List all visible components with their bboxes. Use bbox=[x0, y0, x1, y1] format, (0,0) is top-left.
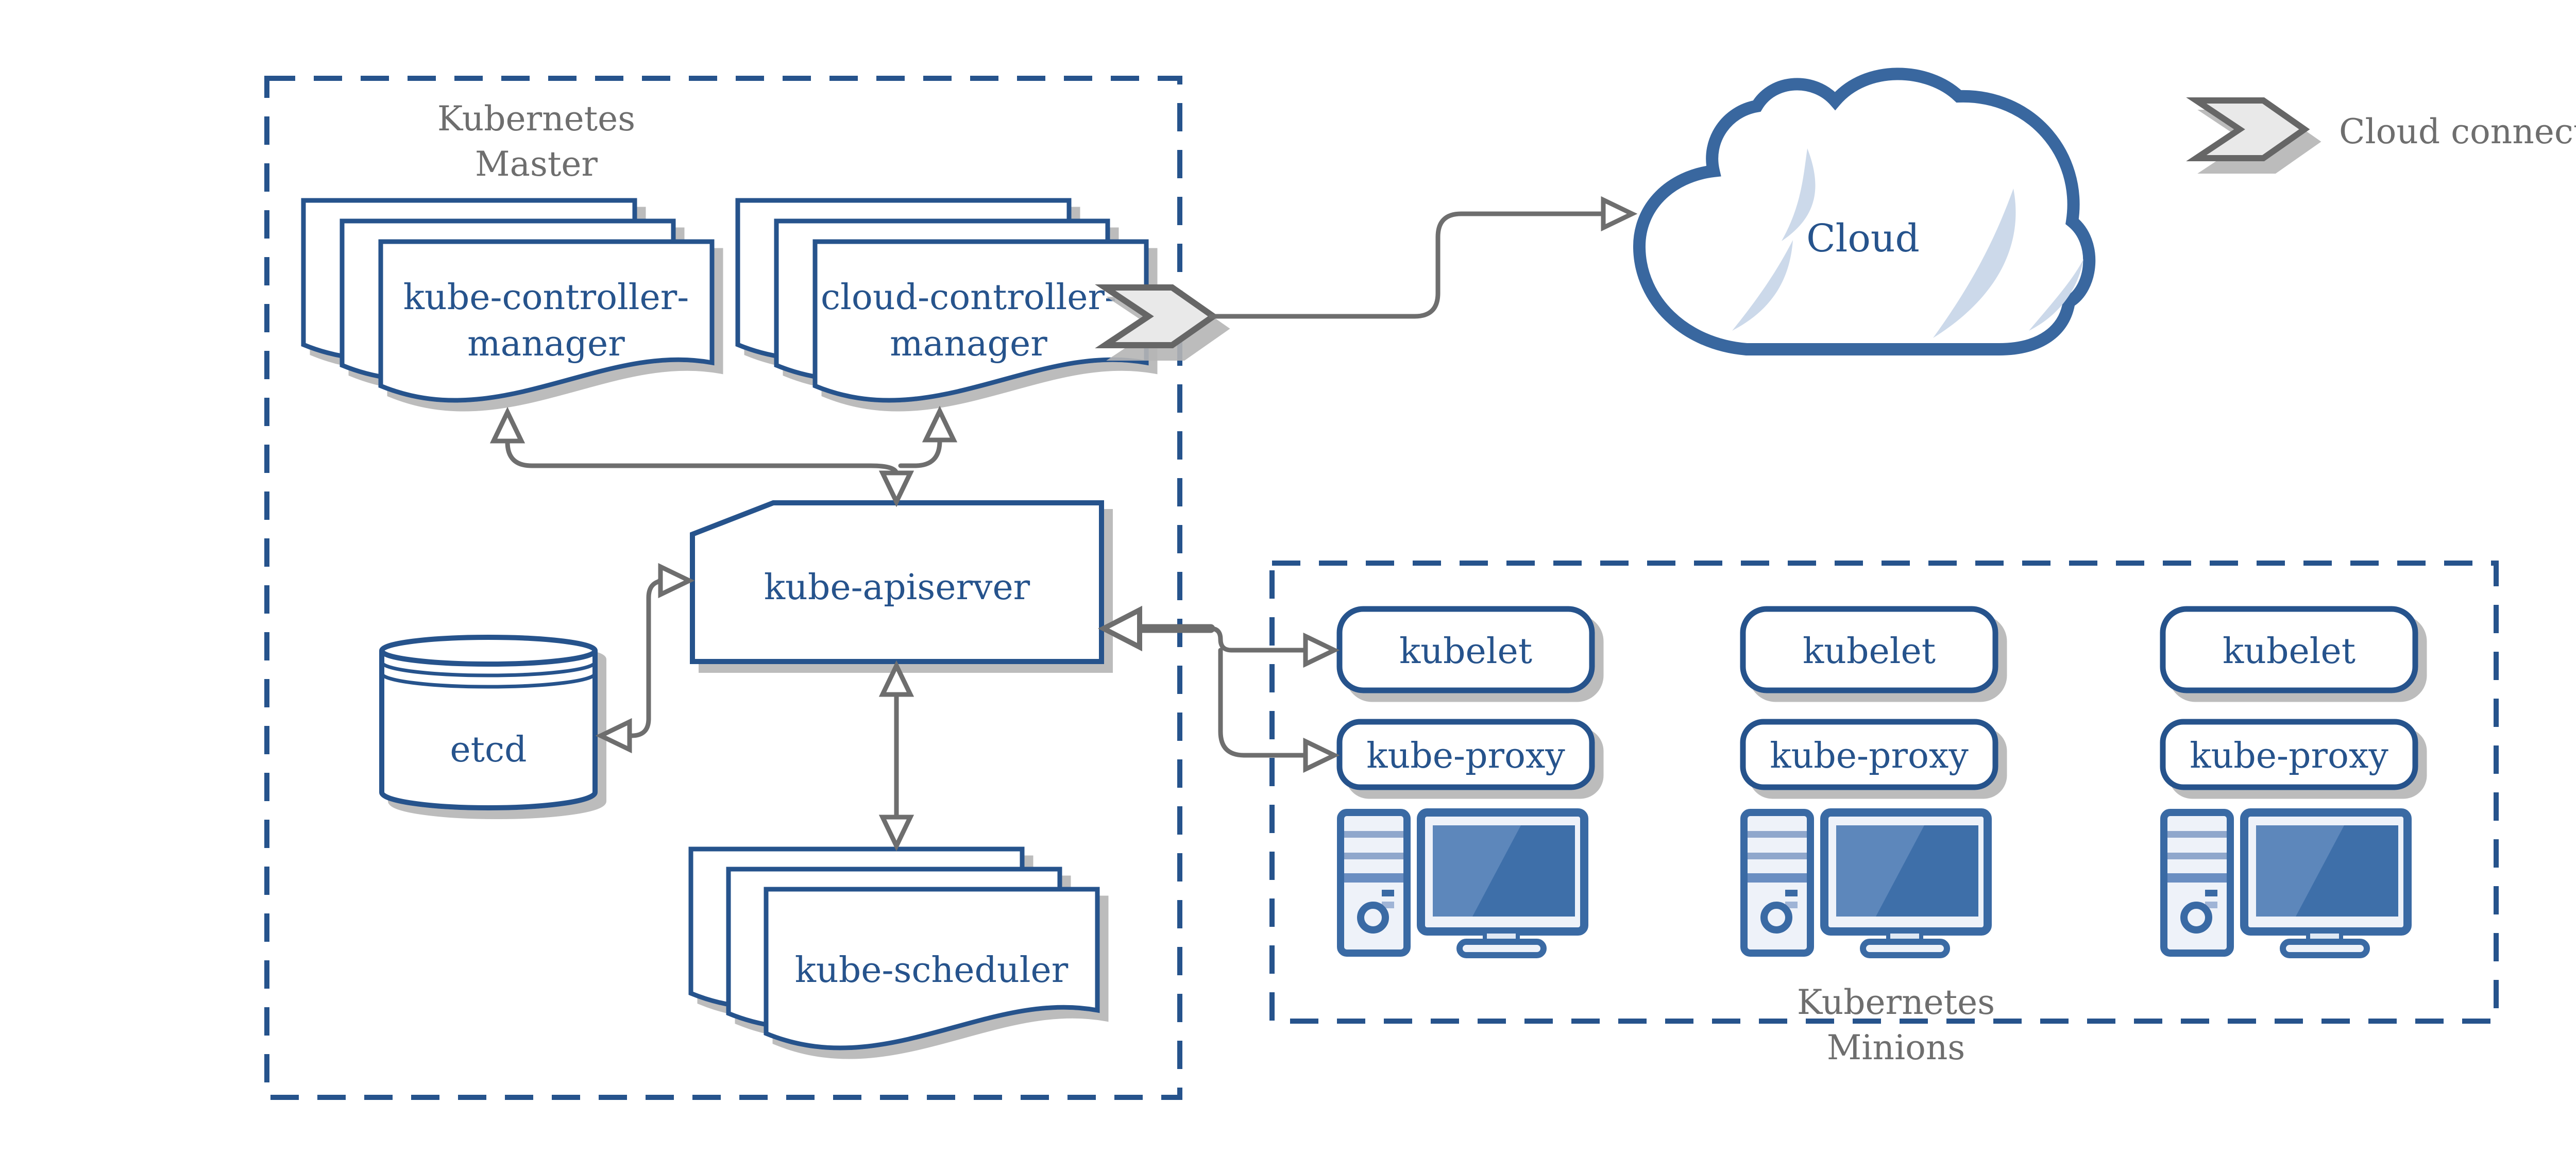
cloud-label: Cloud bbox=[1806, 216, 1920, 261]
document-stack-icon bbox=[688, 846, 1100, 1050]
master-group-border bbox=[264, 76, 1182, 1100]
minions-group-border bbox=[1269, 561, 2499, 1024]
kube-proxy-label: kube-proxy bbox=[1770, 736, 1969, 776]
minion-node: kubelet kube-proxy bbox=[2160, 606, 2418, 958]
document-stack-icon bbox=[301, 198, 715, 403]
tower-icon bbox=[1337, 809, 1411, 957]
arrowhead-up-cloud-controller bbox=[922, 405, 958, 443]
cloud-connector-chevron-icon bbox=[1095, 284, 1219, 348]
cloud-shape: Cloud bbox=[1633, 67, 2096, 355]
arrowhead-down-scheduler bbox=[878, 815, 914, 852]
master-title-line1: Kubernetes bbox=[437, 99, 635, 139]
kube-controller-manager-stack: kube-controller- manager bbox=[301, 198, 715, 403]
monitor-icon bbox=[1417, 808, 1588, 958]
minions-title-line1: Kubernetes bbox=[1797, 982, 1995, 1022]
kube-proxy-label: kube-proxy bbox=[1366, 736, 1565, 776]
master-title-line2: Master bbox=[475, 144, 598, 184]
arrowhead-right-kubeproxy bbox=[1303, 737, 1340, 773]
kube-controller-manager-label-line1: kube-controller- bbox=[403, 277, 689, 318]
minion-node: kubelet kube-proxy bbox=[1740, 606, 1998, 958]
kube-proxy-label: kube-proxy bbox=[2190, 736, 2388, 776]
monitor-icon bbox=[1820, 808, 1992, 958]
connector-chevron-cloud bbox=[1208, 211, 1604, 319]
monitor-icon bbox=[2240, 808, 2412, 958]
connector-etcd-apiserver bbox=[628, 578, 666, 738]
connector-apiserver-controllers bbox=[505, 439, 899, 477]
connector-trunk-kubeproxy bbox=[1218, 648, 1306, 758]
arrowhead-down-apiserver bbox=[878, 470, 914, 507]
kube-scheduler-label: kube-scheduler bbox=[795, 950, 1069, 991]
kubelet-label: kubelet bbox=[1803, 631, 1936, 672]
minion-node: kubelet kube-proxy bbox=[1336, 606, 1595, 958]
arrowheads bbox=[489, 196, 1638, 852]
kube-proxy-box bbox=[1336, 719, 1595, 790]
connector-trunk-kubelet bbox=[1208, 626, 1306, 653]
cloud-controller-manager-stack: cloud-controller- manager bbox=[735, 198, 1149, 403]
cloud-controller-manager-label-line1: cloud-controller- bbox=[821, 277, 1116, 318]
kube-proxy-box bbox=[2160, 719, 2418, 790]
kubelet-box bbox=[2160, 606, 2418, 693]
workstation-icon bbox=[1740, 808, 1992, 958]
tower-icon bbox=[2160, 809, 2234, 957]
legend-label: Cloud connector bbox=[2339, 112, 2576, 151]
arrowhead-right-kubelet bbox=[1303, 632, 1340, 668]
kubelet-label: kubelet bbox=[1399, 631, 1532, 672]
arrowhead-left-etcd bbox=[595, 718, 632, 754]
cloud-controller-manager-label-line2: manager bbox=[890, 324, 1047, 364]
kube-scheduler-stack: kube-scheduler bbox=[688, 846, 1100, 1050]
etcd-database: etcd bbox=[379, 635, 598, 810]
document-stack-icon bbox=[735, 198, 1149, 403]
kube-apiserver-box: kube-apiserver bbox=[690, 500, 1104, 664]
arrowhead-up-apiserver-bottom bbox=[878, 660, 914, 697]
minions-title-line2: Minions bbox=[1827, 1028, 1965, 1067]
kube-apiserver-label: kube-apiserver bbox=[764, 567, 1030, 608]
kubelet-box bbox=[1740, 606, 1998, 693]
arrowhead-right-cloud bbox=[1601, 196, 1638, 232]
cloud-connector-chevron-icon bbox=[2186, 97, 2310, 161]
connector-apiserver-cloudcontroller bbox=[898, 438, 942, 468]
kube-proxy-box bbox=[1740, 719, 1998, 790]
kube-controller-manager-label-line2: manager bbox=[467, 324, 625, 364]
database-cylinder-icon bbox=[379, 635, 598, 810]
kubelet-box bbox=[1336, 606, 1595, 693]
etcd-label: etcd bbox=[450, 730, 527, 770]
legend: Cloud connector bbox=[2186, 97, 2576, 161]
arrowhead-left-apiserver-thick bbox=[1098, 605, 1142, 652]
workstation-icon bbox=[1337, 808, 1588, 958]
cloud-highlight-crescents bbox=[1732, 148, 2083, 338]
arrowhead-up-kube-controller bbox=[489, 406, 526, 444]
workstation-icon bbox=[2160, 808, 2412, 958]
arrowhead-right-apiserver bbox=[658, 563, 695, 599]
tower-icon bbox=[1740, 809, 1814, 957]
kubelet-label: kubelet bbox=[2223, 631, 2355, 672]
cloud-icon bbox=[1633, 67, 2096, 355]
